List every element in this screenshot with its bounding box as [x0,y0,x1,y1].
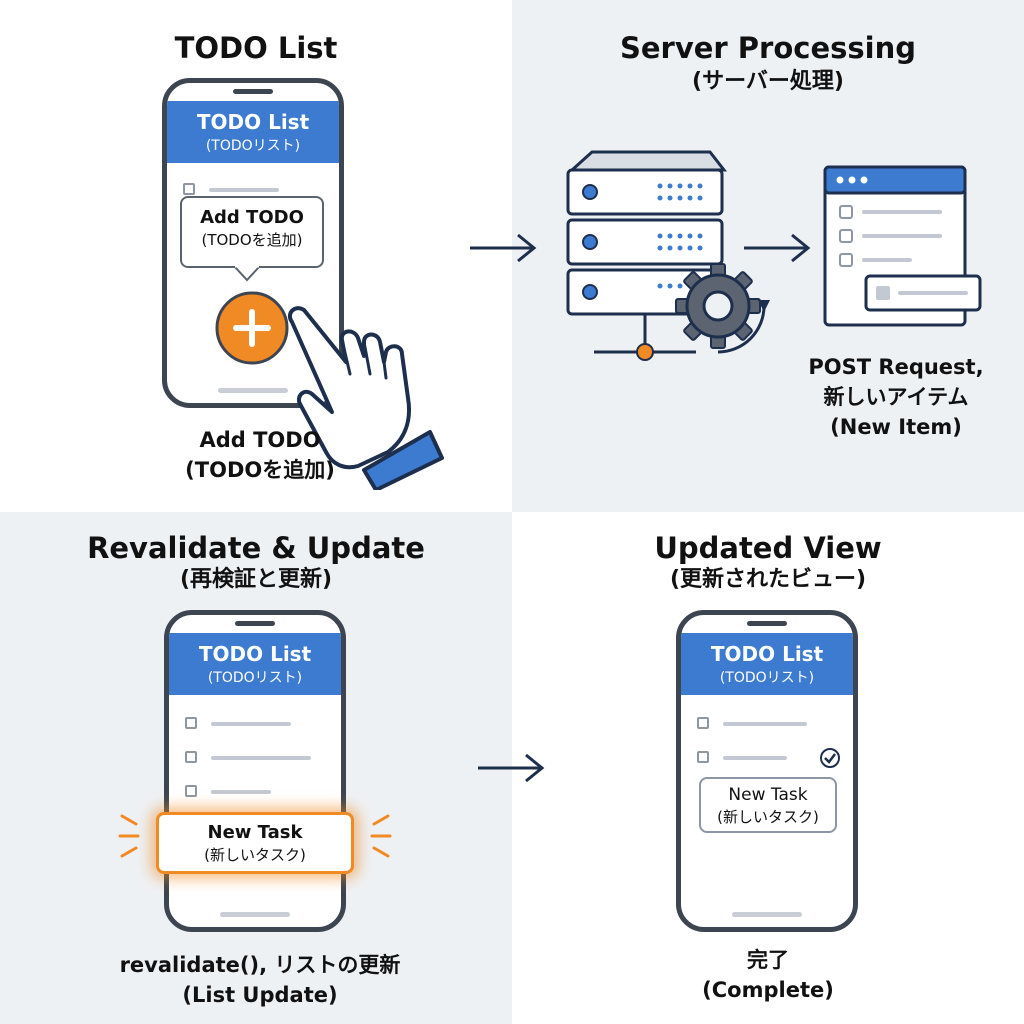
glow-rays-icon [118,814,140,858]
app-title: TODO List [710,642,824,666]
step3-title: Revalidate & Update [87,531,425,565]
phone-notch [747,621,787,626]
hand-pointer-icon [287,306,444,490]
step3-caption: revalidate(), リストの更新 (List Update) [70,950,450,1010]
step4-caption: 完了 (Complete) [640,945,896,1005]
app-subtitle: (TODOリスト) [207,670,303,686]
arrow-right-icon [744,233,811,263]
list-item-text [723,756,787,760]
caption-line: (Complete) [702,978,834,1002]
tooltip-subtitle: (TODOを追加) [201,231,303,249]
step2-title: Server Processing [619,31,917,65]
checkbox-icon[interactable] [185,785,197,797]
phone-step3: TODO List (TODOリスト) [164,610,346,932]
checkbox-icon[interactable] [183,183,195,195]
phone-notch [235,621,275,626]
app-title: TODO List [198,642,312,666]
add-todo-tooltip: Add TODO (TODOを追加) [180,196,324,268]
new-task-subtitle: (新しいタスク) [204,846,306,864]
server-icon [566,150,770,361]
app-header: TODO List (TODOリスト) [681,633,853,695]
caption-line: (TODOを追加) [185,458,335,482]
caption-line: 完了 [747,948,789,972]
new-task-title: New Task [207,822,303,843]
list-item-text [723,722,807,726]
home-indicator [220,912,290,917]
app-title: TODO List [196,110,310,134]
list-item-text [211,722,291,726]
app-header: TODO List (TODOリスト) [167,101,339,163]
app-subtitle: (TODOリスト) [719,670,815,686]
checkmark-icon [820,748,840,768]
step2-caption: POST Request, 新しいアイテム (New Item) [788,352,1004,442]
caption-line: Add TODO [199,428,321,452]
home-indicator [218,388,288,393]
phone-step4: TODO List (TODOリスト) New Task (新しいタスク) [676,610,858,932]
app-header: TODO List (TODOリスト) [169,633,341,695]
home-indicator [732,912,802,917]
list-item-text [211,790,271,794]
gear-icon [675,263,770,354]
tooltip-tail [232,266,262,282]
caption-line: revalidate(), リストの更新 [119,953,401,977]
new-task-subtitle: (新しいタスク) [717,808,819,826]
list-item-text [211,756,311,760]
list-item-text [209,188,279,192]
caption-line: (New Item) [830,415,962,439]
glow-rays-icon [370,814,392,858]
checkbox-icon[interactable] [697,751,709,763]
app-subtitle: (TODOリスト) [205,138,301,154]
tooltip-title: Add TODO [200,207,304,228]
step4-title: Updated View [654,531,882,565]
step1-caption: Add TODO (TODOを追加) [130,425,390,485]
caption-line: (List Update) [182,983,338,1007]
new-task-highlight[interactable]: New Task (新しいタスク) [156,812,354,874]
checkbox-icon[interactable] [185,751,197,763]
caption-line: 新しいアイテム [823,385,969,409]
browser-window-icon [823,165,982,327]
caption-line: POST Request, [808,355,984,379]
step4-subtitle: (更新されたビュー) [669,567,867,592]
plus-icon[interactable] [214,290,290,366]
arrow-right-icon [470,233,537,263]
new-task-card[interactable]: New Task (新しいタスク) [699,777,837,833]
new-task-title: New Task [728,785,808,805]
checkbox-icon[interactable] [185,717,197,729]
checkbox-icon[interactable] [697,717,709,729]
phone-notch [233,89,273,94]
arrow-right-icon [478,753,545,783]
step2-subtitle: (サーバー処理) [692,69,844,94]
step3-subtitle: (再検証と更新) [179,567,333,592]
step1-title: TODO List [174,31,338,65]
